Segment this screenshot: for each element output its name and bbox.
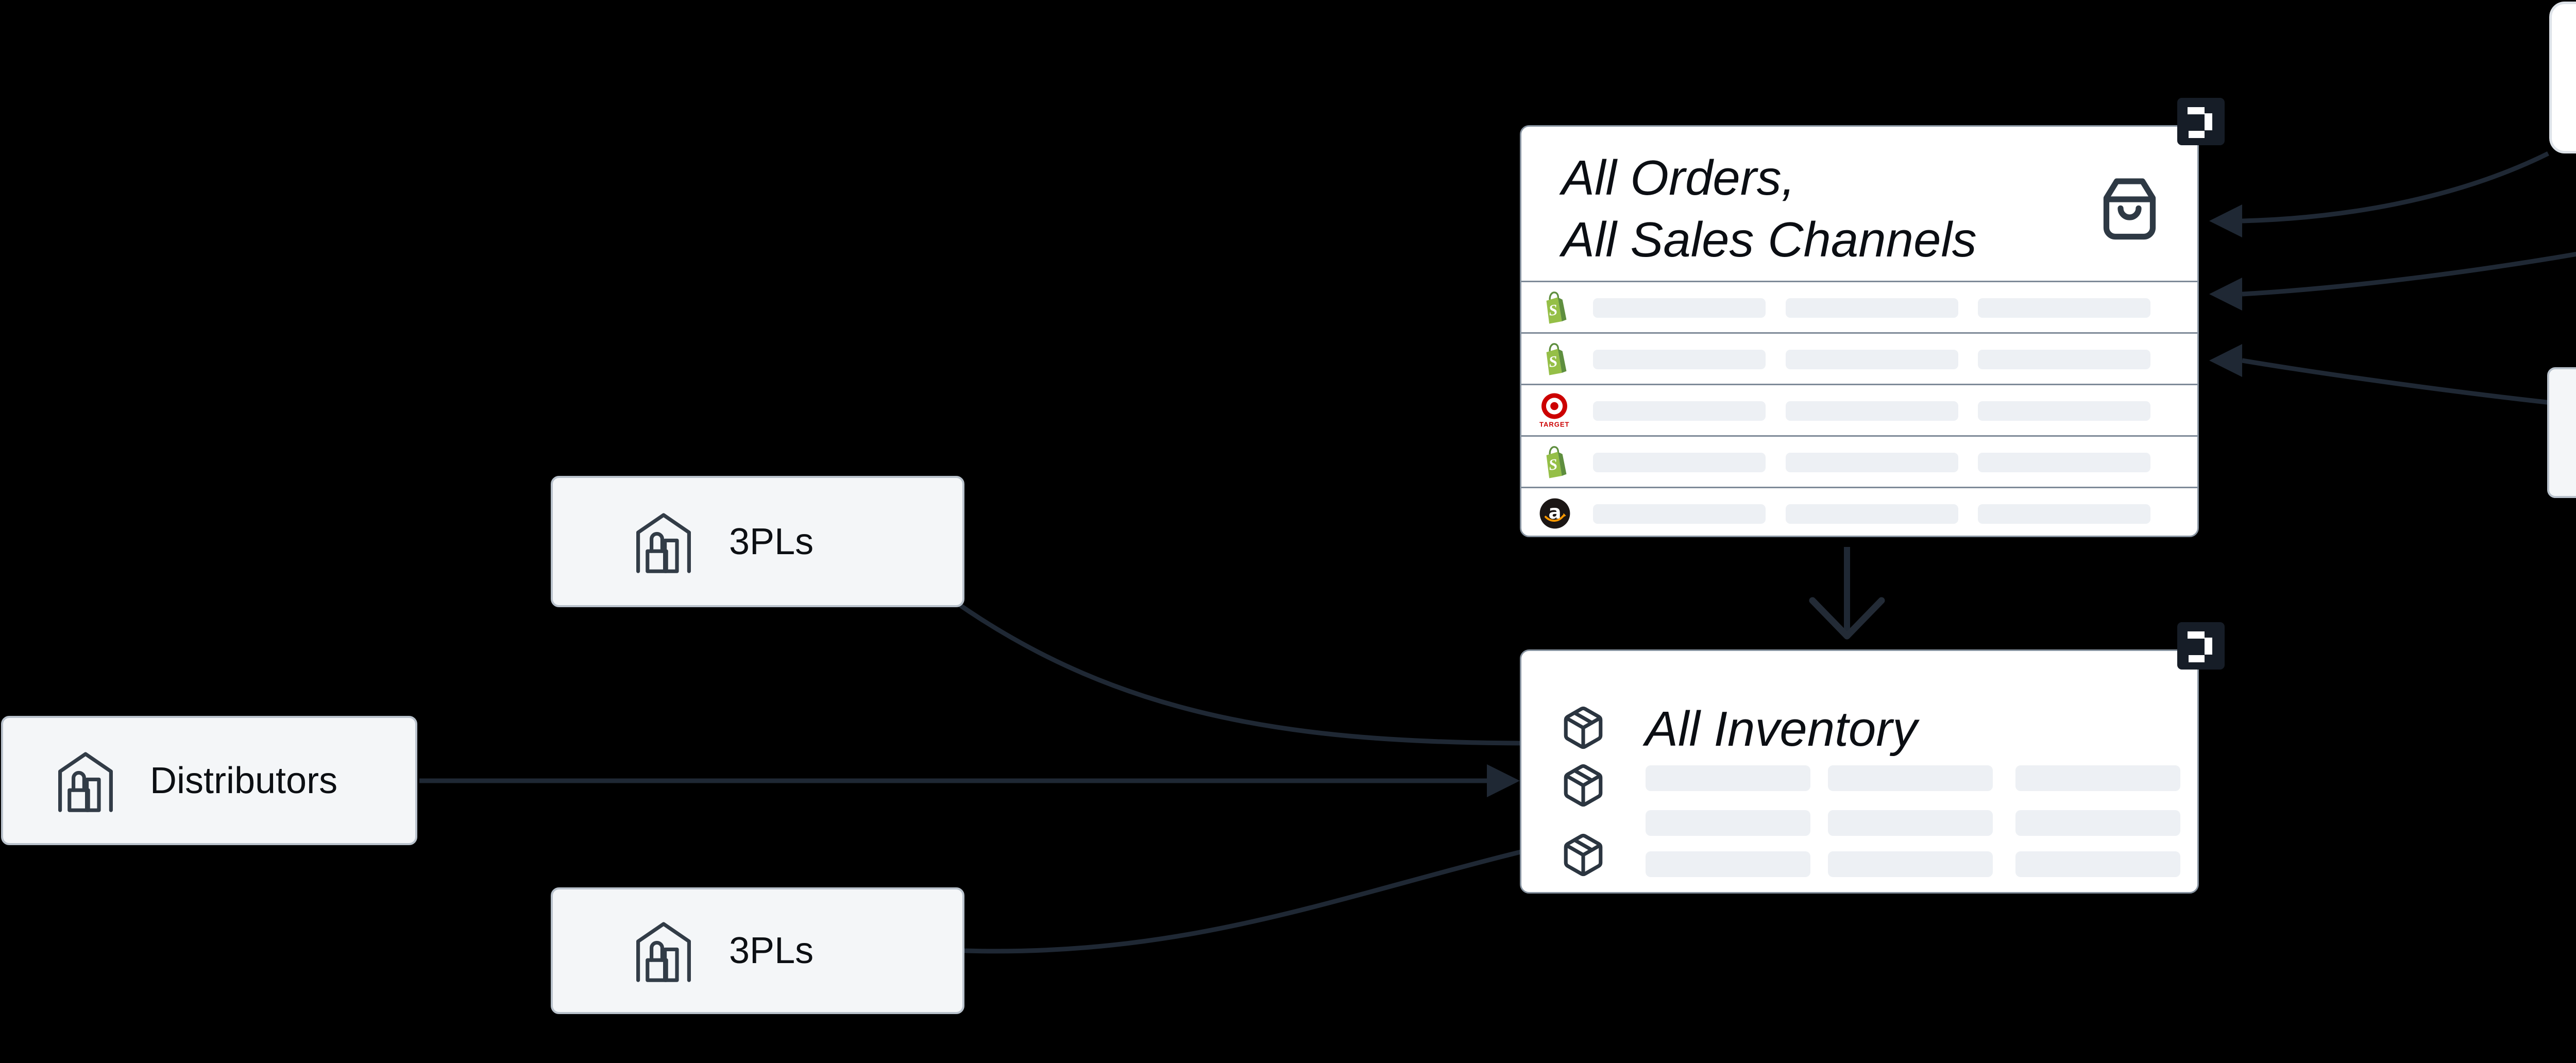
warehouse-icon [630, 508, 697, 575]
order-placeholder [1786, 401, 1958, 421]
order-placeholder [1978, 453, 2150, 472]
threepl-box-top[interactable]: 3PLs [551, 476, 964, 607]
inventory-placeholder [1828, 765, 1993, 791]
orders-title-line1: All Orders, [1562, 150, 1795, 205]
connector-amazon-to-orders [2242, 251, 2576, 297]
order-placeholder [1593, 504, 1766, 524]
arrowhead-distributors-to-inventory [1487, 764, 1520, 797]
threepl-box-bottom[interactable]: 3PLs [551, 887, 964, 1014]
distributors-label: Distributors [150, 760, 338, 801]
order-placeholder [1786, 350, 1958, 369]
order-placeholder [1978, 350, 2150, 369]
retail-wholesale-box[interactable]: Retail / Wholesale TARGET SPS [2547, 367, 2576, 498]
target-icon: TARGET [1539, 392, 1569, 428]
expand-chip-icon[interactable] [2177, 98, 2225, 145]
inventory-placeholder [1646, 851, 1810, 877]
warehouse-icon [52, 747, 119, 814]
orders-title-line2: All Sales Channels [1562, 212, 1977, 267]
threepl-top-label: 3PLs [729, 521, 814, 562]
order-placeholder [1593, 401, 1766, 421]
chip-mark [2189, 131, 2205, 139]
order-row-shopify-1 [1521, 281, 2197, 332]
order-placeholder [1786, 298, 1958, 318]
orders-row-list: TARGET [1521, 281, 2197, 536]
inventory-placeholder [1646, 810, 1810, 836]
arrowhead-amazon-to-orders [2209, 278, 2242, 311]
inventory-placeholder [1646, 765, 1810, 791]
order-row-shopify-3 [1521, 435, 2197, 487]
inventory-placeholder [2015, 810, 2180, 836]
threepl-bottom-label: 3PLs [729, 930, 814, 971]
connector-3pl-top-to-inventory [955, 601, 1521, 746]
package-icon [1560, 705, 1606, 751]
connector-retail-to-orders [2242, 358, 2552, 405]
retail-wholesale-label: Retail / Wholesale [2574, 414, 2576, 452]
chip-mark [2188, 107, 2205, 115]
connector-shopify-to-orders [2242, 151, 2549, 224]
warehouse-icon [630, 917, 697, 984]
inventory-placeholder [2015, 851, 2180, 877]
package-icon [1560, 832, 1606, 878]
arrowhead-orders-to-inventory [1809, 597, 1885, 640]
chip-mark [2188, 631, 2205, 639]
shopify-icon [1539, 342, 1568, 375]
distributors-box[interactable]: Distributors [1, 716, 417, 845]
shopify-icon [1539, 445, 1568, 478]
inventory-card[interactable]: All Inventory [1520, 649, 2199, 894]
inventory-card-title: All Inventory [1645, 701, 1918, 757]
order-row-amazon [1521, 487, 2197, 538]
inventory-placeholder [2015, 765, 2180, 791]
order-placeholder [1978, 298, 2150, 318]
order-placeholder [1593, 350, 1766, 369]
shopify-logo[interactable] [2549, 2, 2576, 153]
inventory-placeholder [1828, 851, 1993, 877]
chip-mark [2205, 113, 2213, 131]
chip-mark [2205, 638, 2213, 655]
target-wordmark: TARGET [1539, 420, 1570, 428]
shopping-bag-icon [2097, 172, 2162, 243]
arrowhead-shopify-to-orders [2209, 204, 2242, 237]
package-icon [1560, 762, 1606, 809]
order-placeholder [1786, 453, 1958, 472]
order-placeholder [1978, 401, 2150, 421]
order-row-target: TARGET [1521, 384, 2197, 435]
order-placeholder [1593, 298, 1766, 318]
connector-3pl-bottom-to-inventory [963, 849, 1522, 954]
order-placeholder [1593, 453, 1766, 472]
order-row-shopify-2 [1521, 332, 2197, 384]
inventory-placeholder [1828, 810, 1993, 836]
orders-card[interactable]: All Orders, All Sales Channels TARGET [1520, 125, 2199, 537]
arrowhead-retail-to-orders [2209, 344, 2242, 377]
shopify-icon [1539, 291, 1568, 324]
order-placeholder [1786, 504, 1958, 524]
orders-card-title: All Orders, All Sales Channels [1562, 147, 1977, 271]
expand-chip-icon[interactable] [2177, 622, 2225, 670]
chip-mark [2189, 655, 2205, 663]
order-placeholder [1978, 504, 2150, 524]
amazon-icon [1539, 498, 1570, 529]
